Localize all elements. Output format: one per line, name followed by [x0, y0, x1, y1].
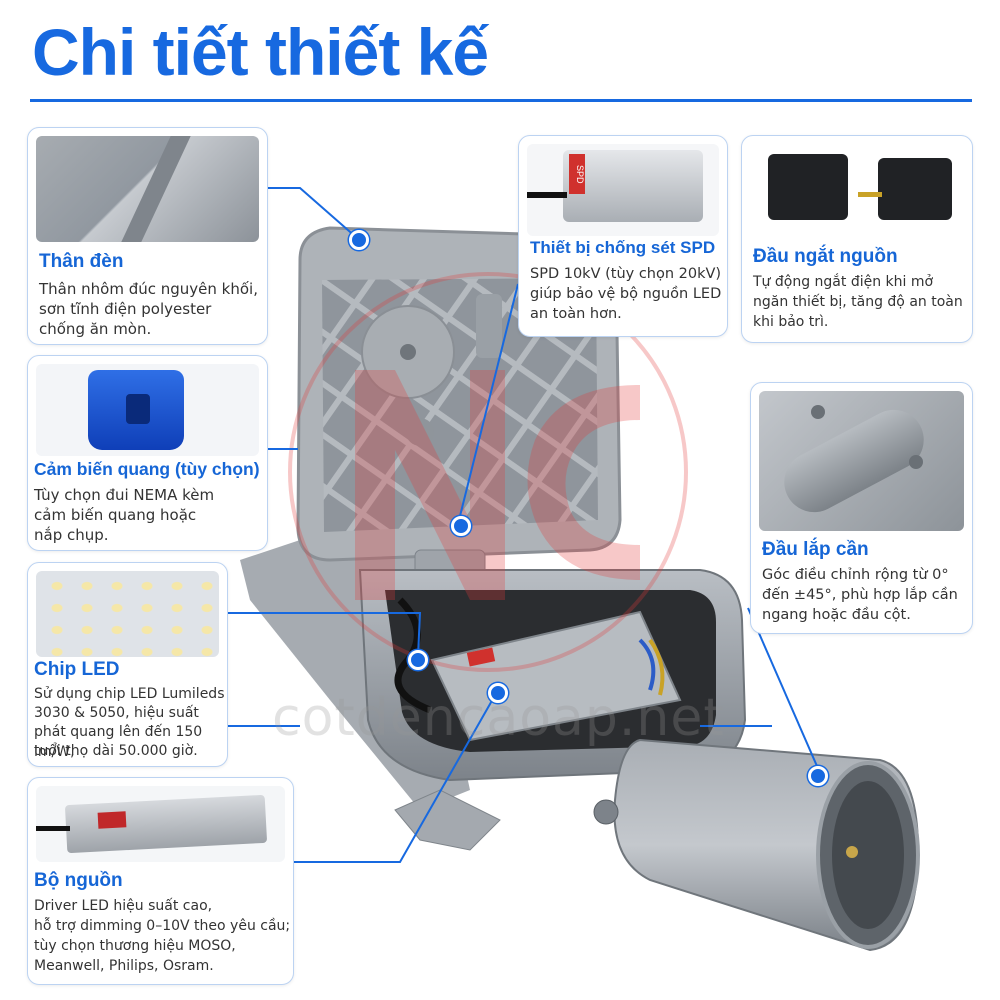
callout-lines [228, 187, 821, 863]
led-chips-photo [36, 571, 219, 657]
page-title: Chi tiết thiết kế [32, 15, 489, 89]
card-cam-bien: Cảm biến quang (tùy chọn) Tùy chọn đui N… [27, 355, 268, 551]
spd-photo: SPD [527, 144, 719, 236]
card-line: hỗ trợ dimming 0–10V theo yêu cầu; [34, 918, 291, 934]
connector-photo [750, 144, 964, 240]
watermark-c [527, 385, 640, 580]
callout-dot-spd [451, 516, 471, 536]
card-chip-led: Chip LED Sử dụng chip LED Lumileds 3030 … [27, 562, 228, 767]
card-title: Đầu lắp cần [762, 539, 869, 560]
card-line: sơn tĩnh điện polyester [39, 300, 212, 318]
card-line: ngang hoặc đầu cột. [762, 607, 911, 623]
driver-photo [36, 786, 285, 862]
card-dau-ngat: Đầu ngắt nguồn Tự động ngắt điện khi mở … [741, 135, 973, 343]
body-casting-photo [36, 136, 259, 242]
title-divider [30, 99, 972, 102]
card-line: nắp chụp. [34, 526, 109, 544]
card-bo-nguon: Bộ nguồn Driver LED hiệu suất cao, hỗ tr… [27, 777, 294, 985]
card-line: Meanwell, Philips, Osram. [34, 958, 214, 974]
driver-box [430, 610, 682, 742]
card-line: Góc điều chỉnh rộng từ 0° [762, 567, 949, 583]
card-title: Thân đèn [39, 251, 124, 272]
card-line: SPD 10kV (tùy chọn 20kV) [530, 266, 722, 282]
card-title: Bộ nguồn [34, 870, 123, 891]
watermark-n [355, 370, 505, 600]
card-spd: SPD Thiết bị chống sét SPD SPD 10kV (tùy… [518, 135, 728, 337]
callout-dot-than-den [349, 230, 369, 250]
card-line: an toàn hơn. [530, 306, 622, 322]
card-line: giúp bảo vệ bộ nguồn LED [530, 286, 722, 302]
card-line: khi bảo trì. [753, 314, 829, 330]
card-title: Chip LED [34, 659, 120, 680]
card-title: Cảm biến quang (tùy chọn) [34, 459, 260, 479]
card-line: đến ±45°, phù hợp lắp cần [762, 587, 958, 603]
card-line: ngăn thiết bị, tăng độ an toàn [753, 294, 963, 310]
card-line: Sử dụng chip LED Lumileds [34, 686, 225, 702]
card-line: tuổi thọ dài 50.000 giờ. [34, 743, 198, 759]
callout-dot-chip-led [408, 650, 428, 670]
card-line: Tùy chọn đui NEMA kèm [34, 486, 215, 504]
card-title: Thiết bị chống sét SPD [530, 238, 716, 257]
pole-mount-photo [759, 391, 964, 531]
card-title: Đầu ngắt nguồn [753, 246, 898, 267]
watermark-circle [288, 272, 688, 672]
photocell-photo [36, 364, 259, 456]
card-line: Tự động ngắt điện khi mở [753, 274, 934, 290]
card-line: Driver LED hiệu suất cao, [34, 898, 213, 914]
callout-dot-dau-lap [808, 766, 828, 786]
spd-label: SPD [569, 154, 585, 194]
card-line: cảm biến quang hoặc [34, 506, 197, 524]
card-line: tùy chọn thương hiệu MOSO, [34, 938, 236, 954]
card-dau-lap: Đầu lắp cần Góc điều chỉnh rộng từ 0° đế… [750, 382, 973, 634]
card-line: chống ăn mòn. [39, 320, 152, 338]
card-line: 3030 & 5050, hiệu suất [34, 705, 199, 721]
callout-dot-bo-nguon [488, 683, 508, 703]
card-line: Thân nhôm đúc nguyên khối, [39, 280, 258, 298]
card-line: phát quang lên đến 150 lm/W, [34, 724, 203, 760]
card-than-den: Thân đèn Thân nhôm đúc nguyên khối, sơn … [27, 127, 268, 345]
